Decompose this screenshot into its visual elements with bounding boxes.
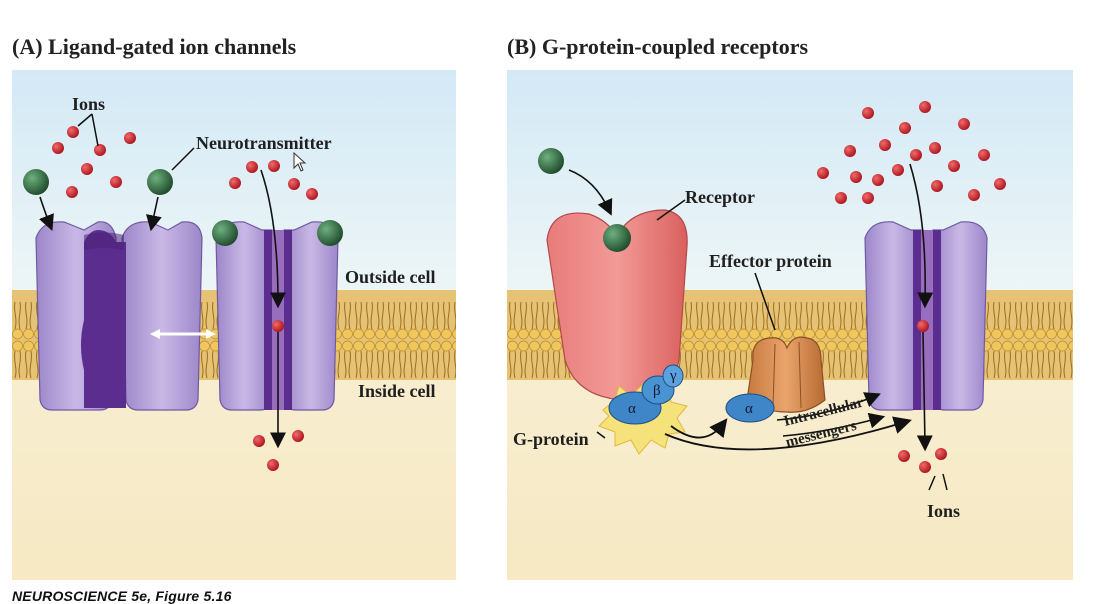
panel-b-diagram: α β γ α xyxy=(507,70,1073,580)
ions-inside xyxy=(898,448,947,473)
outside-cell-label: Outside cell xyxy=(345,267,436,287)
neurotransmitter-label: Neurotransmitter xyxy=(196,133,332,153)
ions-outside xyxy=(52,126,318,200)
ions-leader-line xyxy=(77,113,99,147)
activated-alpha-label: α xyxy=(745,401,753,417)
figure-caption: NEUROSCIENCE 5e, Figure 5.16 xyxy=(12,588,232,604)
messenger-arrow xyxy=(776,392,881,421)
alpha-label: α xyxy=(628,401,636,417)
effector-leader-line xyxy=(754,272,776,331)
messenger-arrow xyxy=(782,412,886,437)
ion-flow-arrow xyxy=(260,169,286,309)
g-protein-gamma-subunit xyxy=(662,364,684,388)
ions-label: Ions xyxy=(72,94,105,114)
neurotransmitter-molecule xyxy=(147,169,173,195)
panel-a-ligand-gated: Ions Neurotransmitter Outside cell Insid… xyxy=(12,70,456,580)
bound-neurotransmitter xyxy=(317,220,343,246)
binding-arrow xyxy=(568,169,613,216)
ion-in-pore xyxy=(917,320,929,332)
effector-protein xyxy=(746,336,826,413)
panel-a-title: (A) Ligand-gated ion channels xyxy=(12,34,297,59)
ion-flow-arrow xyxy=(909,163,934,309)
g-protein-leader-line xyxy=(596,431,606,439)
bound-neurotransmitter xyxy=(212,220,238,246)
binding-arrow xyxy=(146,196,162,232)
activated-alpha-subunit xyxy=(725,393,775,423)
ions-inside xyxy=(253,430,304,471)
mouse-cursor-icon xyxy=(293,152,307,172)
ion-channel xyxy=(864,221,988,411)
open-ion-channel xyxy=(215,221,339,411)
neurotransmitter-leader-line xyxy=(171,147,195,171)
effector-protein-label: Effector protein xyxy=(709,251,832,271)
neurotransmitter-molecule xyxy=(23,169,49,195)
ions-outside xyxy=(817,101,1006,204)
neurotransmitter-molecule xyxy=(538,148,564,174)
binding-arrow xyxy=(39,196,54,231)
panel-b-gpcr: α β γ α xyxy=(507,70,1073,580)
receptor-label: Receptor xyxy=(685,187,755,207)
receptor-leader-line xyxy=(656,199,686,221)
g-protein-to-effector-arrow xyxy=(670,418,728,439)
panel-b-title: (B) G-protein-coupled receptors xyxy=(507,34,809,59)
panel-a-diagram: Ions Neurotransmitter Outside cell Insid… xyxy=(12,70,456,580)
ion-in-pore xyxy=(272,320,284,332)
closed-ion-channel xyxy=(35,221,203,411)
gamma-label: γ xyxy=(669,368,677,384)
g-protein-label: G-protein xyxy=(513,429,589,449)
ions-label: Ions xyxy=(927,501,960,521)
bound-neurotransmitter xyxy=(603,224,631,252)
ion-flow-arrow xyxy=(916,331,933,452)
inside-cell-label: Inside cell xyxy=(358,381,436,401)
signal-to-channel-arrow xyxy=(664,416,912,451)
ions-leader-line xyxy=(928,473,948,491)
beta-label: β xyxy=(653,383,661,399)
